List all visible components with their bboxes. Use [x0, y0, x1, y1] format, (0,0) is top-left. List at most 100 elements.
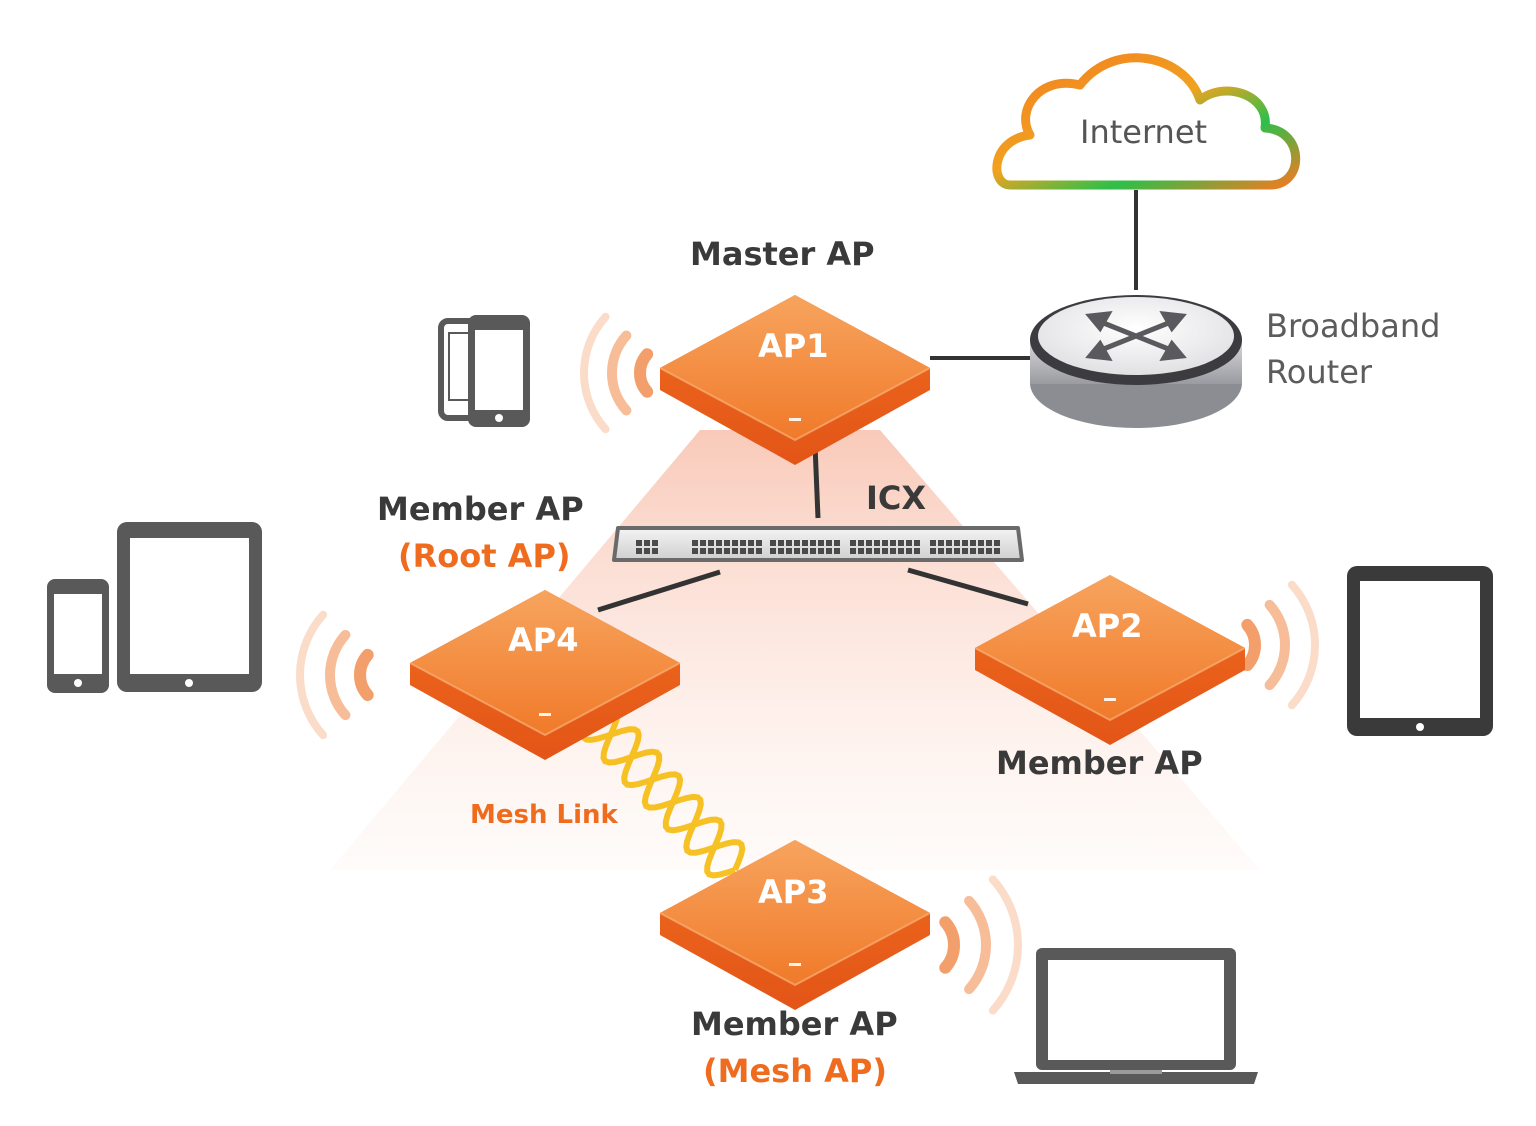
- switch-port: [786, 540, 792, 546]
- switch-port: [866, 540, 872, 546]
- wave-arc: [634, 348, 654, 398]
- switch-port: [786, 548, 792, 554]
- switch-port: [810, 540, 816, 546]
- wave-arc: [1287, 580, 1319, 710]
- switch-port: [906, 548, 912, 554]
- cloud-icon: [992, 53, 1301, 190]
- switch-port: [850, 548, 856, 554]
- switch-port: [644, 540, 650, 546]
- mesh-link-icon: [579, 703, 746, 879]
- switch-port: [882, 540, 888, 546]
- switch-port: [756, 548, 762, 554]
- switch-port: [826, 548, 832, 554]
- ap4-role-label: Member AP: [377, 490, 584, 528]
- ap4-label: AP4: [508, 621, 579, 659]
- switch-port: [740, 548, 746, 554]
- coverage-area: [330, 430, 1260, 870]
- switch-port: [802, 540, 808, 546]
- switch-port: [818, 548, 824, 554]
- switch-port: [898, 540, 904, 546]
- switch-port: [954, 540, 960, 546]
- switch-port: [914, 540, 920, 546]
- wave-arc: [580, 312, 610, 434]
- link-switch-ap2: [907, 567, 1029, 607]
- switch-port: [732, 548, 738, 554]
- switch-port: [770, 540, 776, 546]
- ap2-label: AP2: [1072, 607, 1143, 645]
- ap3-label: AP3: [758, 873, 829, 911]
- switch-port: [978, 548, 984, 554]
- switch-port: [882, 548, 888, 554]
- switch-port: [708, 540, 714, 546]
- switch-port: [740, 540, 746, 546]
- wave-arc: [988, 875, 1022, 1015]
- switch-port: [962, 548, 968, 554]
- switch-port: [716, 548, 722, 554]
- phone-icon: [468, 315, 530, 427]
- switch-port: [930, 540, 936, 546]
- switch-port: [858, 540, 864, 546]
- switch-port: [652, 548, 658, 554]
- switch-port: [770, 548, 776, 554]
- switch-port: [970, 540, 976, 546]
- switch-port: [692, 548, 698, 554]
- switch-port: [874, 548, 880, 554]
- switch-port: [986, 548, 992, 554]
- switch-port: [794, 548, 800, 554]
- switch-port: [994, 548, 1000, 554]
- switch-port: [874, 540, 880, 546]
- laptop-icon: [1014, 948, 1258, 1084]
- switch-port: [748, 548, 754, 554]
- router-label-line1: Broadband: [1266, 307, 1441, 345]
- wave-arc: [964, 895, 991, 995]
- mesh-link-label: Mesh Link: [470, 800, 618, 830]
- ap2-role-label: Member AP: [996, 744, 1203, 782]
- wave-arc: [1264, 599, 1290, 691]
- ap3-subrole-label: (Mesh AP): [703, 1052, 887, 1090]
- ap1-role-label: Master AP: [690, 235, 875, 273]
- wave-arc: [325, 629, 351, 721]
- tablet-icon: [117, 522, 262, 692]
- switch-port: [802, 548, 808, 554]
- switch-port: [850, 540, 856, 546]
- switch-icon: [612, 526, 1024, 562]
- switch-port: [724, 548, 730, 554]
- switch-port: [834, 540, 840, 546]
- switch-port: [692, 540, 698, 546]
- switch-port: [994, 540, 1000, 546]
- switch-port: [708, 548, 714, 554]
- switch-port: [748, 540, 754, 546]
- link-switch-ap4: [597, 569, 721, 613]
- wave-arc: [354, 648, 374, 702]
- switch-port: [890, 548, 896, 554]
- ap3-role-label: Member AP: [691, 1005, 898, 1043]
- switch-port: [756, 540, 762, 546]
- switch-port: [810, 548, 816, 554]
- switch-port: [834, 548, 840, 554]
- switch-port: [970, 548, 976, 554]
- switch-port: [914, 548, 920, 554]
- phone-icon: [47, 579, 109, 693]
- switch-port: [938, 548, 944, 554]
- wave-arc: [939, 916, 960, 974]
- wave-arc: [1241, 618, 1261, 672]
- switch-port: [700, 548, 706, 554]
- switch-port: [978, 540, 984, 546]
- switch-port: [652, 540, 658, 546]
- wireless-waves: [296, 312, 1319, 1015]
- wave-arc: [607, 330, 632, 416]
- ap1-label: AP1: [758, 327, 829, 365]
- ap4-subrole-label: (Root AP): [398, 537, 571, 575]
- switch-port: [778, 548, 784, 554]
- switch-port: [732, 540, 738, 546]
- switch-port: [946, 540, 952, 546]
- router-label-line2: Router: [1266, 353, 1373, 391]
- switch-port: [946, 548, 952, 554]
- switch-port: [724, 540, 730, 546]
- link-ap1-switch: [812, 444, 821, 519]
- switch-port: [890, 540, 896, 546]
- switch-port: [700, 540, 706, 546]
- wave-arc: [296, 610, 328, 740]
- switch-port: [954, 548, 960, 554]
- switch-port: [794, 540, 800, 546]
